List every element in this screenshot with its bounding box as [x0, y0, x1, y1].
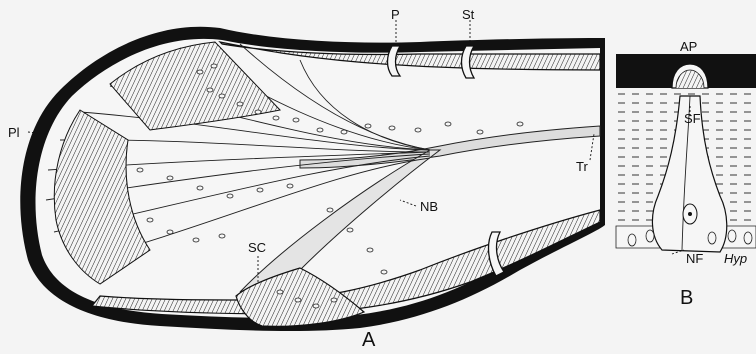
panel-a-drawing [20, 20, 605, 331]
label-tr: Tr [576, 160, 588, 173]
label-p: P [391, 8, 400, 21]
label-sf: SF [684, 112, 701, 125]
panel-b-drawing [616, 54, 756, 254]
label-ap: AP [680, 40, 697, 53]
panel-b-label: B [680, 288, 693, 308]
label-hyp: Hyp [724, 252, 747, 265]
label-nb: NB [420, 200, 438, 213]
label-sc: SC [248, 241, 266, 254]
label-nf: NF [686, 252, 703, 265]
label-pl: Pl [8, 126, 20, 139]
panel-a-label: A [362, 330, 375, 350]
label-st: St [462, 8, 474, 21]
